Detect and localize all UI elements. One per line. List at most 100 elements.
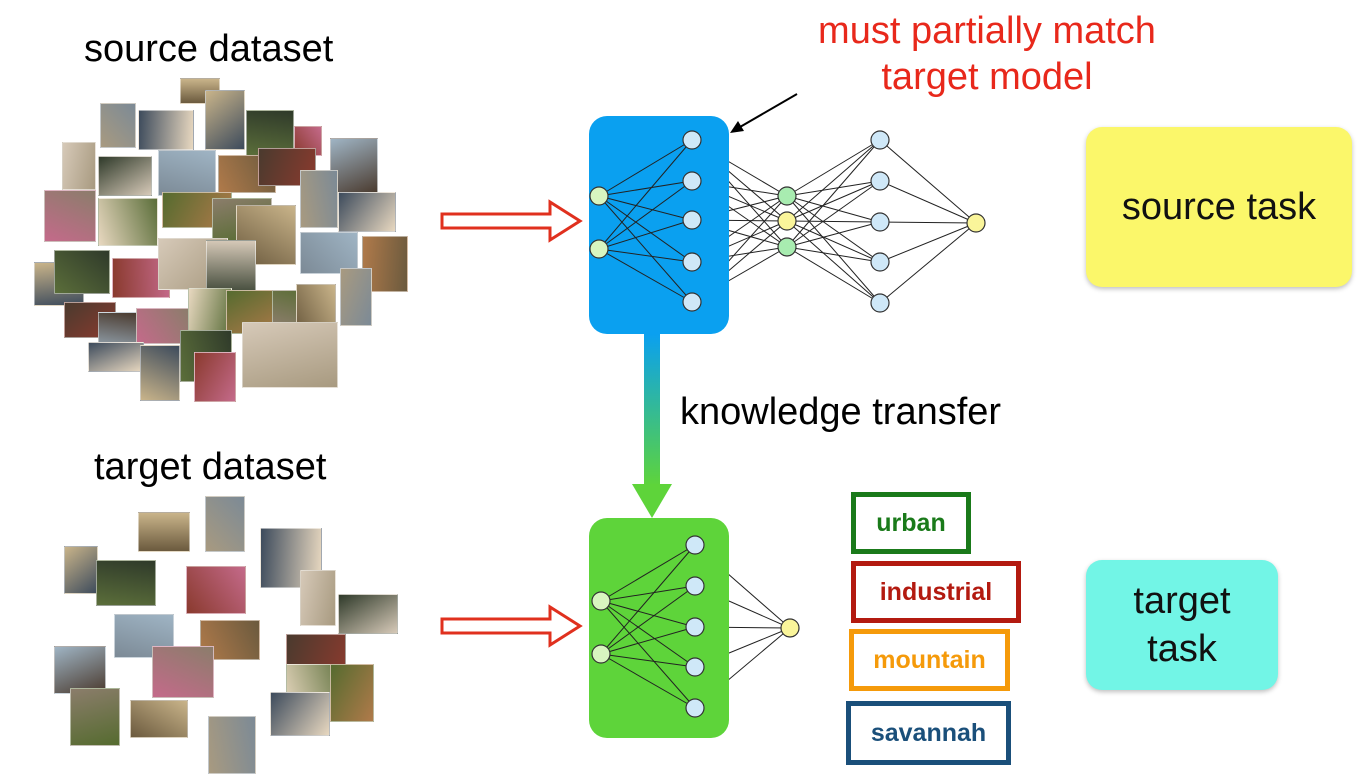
output-node [780, 618, 800, 638]
network-edge [786, 220, 881, 263]
dataset-photo-thumbnail [152, 646, 214, 698]
hidden-node [777, 186, 797, 206]
dataset-photo-thumbnail [242, 322, 338, 388]
network-edge [600, 626, 696, 655]
network-edge [786, 220, 881, 304]
target-task-label: target task [1133, 580, 1231, 670]
network-edge [786, 220, 881, 223]
input-node [589, 239, 609, 259]
network-edge [600, 600, 696, 628]
class-label-savannah: savannah [846, 701, 1011, 765]
network-edge [786, 180, 881, 222]
network-edge [598, 139, 693, 197]
network-edge [786, 221, 881, 248]
target-dataset-label: target dataset [94, 446, 327, 488]
hidden-node [685, 576, 705, 596]
network-edge [600, 585, 696, 602]
source-dataset-label: source dataset [84, 28, 334, 70]
model-match-note: must partially match target model [818, 10, 1156, 98]
network-edge [598, 195, 693, 221]
dataset-photo-thumbnail [205, 90, 245, 150]
dataset-photo-thumbnail [98, 156, 152, 196]
source-model-box [589, 116, 729, 334]
network-edge [786, 195, 881, 263]
network-edge [600, 600, 696, 709]
input-node [591, 644, 611, 664]
hidden-node [870, 293, 890, 313]
dataset-photo-thumbnail [300, 170, 338, 228]
hidden-node [777, 237, 797, 257]
network-edge [786, 246, 881, 304]
pointer-arrow-icon [730, 93, 798, 133]
output-node [966, 213, 986, 233]
dataset-photo-thumbnail [300, 232, 358, 274]
network-edge [600, 653, 696, 668]
dataset-photo-thumbnail [138, 110, 194, 150]
class-label-industrial: industrial [851, 561, 1021, 623]
network-edge [879, 222, 977, 304]
dataset-photo-thumbnail [194, 352, 236, 402]
dataset-photo-thumbnail [54, 250, 110, 294]
network-edge [598, 139, 693, 250]
dataset-photo-thumbnail [54, 646, 106, 694]
dataset-photo-thumbnail [98, 198, 158, 246]
dataset-photo-thumbnail [96, 560, 156, 606]
dataset-photo-thumbnail [330, 138, 378, 194]
network-edge [786, 246, 881, 263]
hidden-node [682, 171, 702, 191]
dataset-photo-thumbnail [188, 288, 232, 336]
hidden-node [682, 292, 702, 312]
dataset-photo-thumbnail [62, 142, 96, 190]
network-edge [598, 180, 693, 250]
network-edge [598, 248, 693, 303]
network-edge [786, 180, 881, 248]
dataset-photo-thumbnail [186, 566, 246, 614]
dataset-photo-thumbnail [300, 570, 336, 626]
dataset-photo-thumbnail [70, 688, 120, 746]
network-edge [879, 221, 977, 224]
network-edge [598, 195, 693, 303]
hidden-node [685, 535, 705, 555]
network-edge [786, 139, 881, 222]
dataset-photo-thumbnail [88, 342, 144, 372]
dataset-photo-thumbnail [270, 692, 330, 736]
hidden-node [685, 698, 705, 718]
network-edge [598, 219, 693, 250]
hidden-node [777, 211, 797, 231]
target-task-box: target task [1086, 560, 1278, 690]
network-edge [879, 222, 977, 263]
hidden-node [682, 210, 702, 230]
source-task-label: source task [1121, 186, 1317, 228]
dataset-photo-thumbnail [330, 664, 374, 722]
network-edge [600, 544, 696, 655]
network-edge [879, 180, 977, 224]
target-input-arrow-icon [440, 604, 583, 648]
dataset-photo-thumbnail [130, 700, 188, 738]
class-label-mountain: mountain [849, 629, 1010, 691]
knowledge-transfer-label: knowledge transfer [680, 391, 1002, 433]
network-edge [600, 653, 696, 709]
hidden-node [870, 212, 890, 232]
network-edge [879, 139, 977, 224]
dataset-photo-thumbnail [338, 192, 396, 232]
network-edge [600, 600, 696, 668]
hidden-node [682, 252, 702, 272]
dataset-photo-thumbnail [138, 512, 190, 552]
network-edge [786, 139, 881, 248]
hidden-node [870, 252, 890, 272]
dataset-photo-thumbnail [44, 190, 96, 242]
network-edge [786, 139, 881, 197]
network-edge [600, 585, 696, 655]
hidden-node [870, 130, 890, 150]
dataset-photo-thumbnail [100, 103, 136, 148]
network-edge [786, 195, 881, 223]
dataset-photo-thumbnail [205, 496, 245, 552]
transfer-arrow-icon [632, 334, 672, 518]
target-model-box [589, 518, 729, 738]
input-node [591, 591, 611, 611]
dataset-photo-thumbnail [140, 345, 180, 401]
input-node [589, 186, 609, 206]
dataset-photo-thumbnail [208, 716, 256, 774]
network-edge [598, 248, 693, 263]
